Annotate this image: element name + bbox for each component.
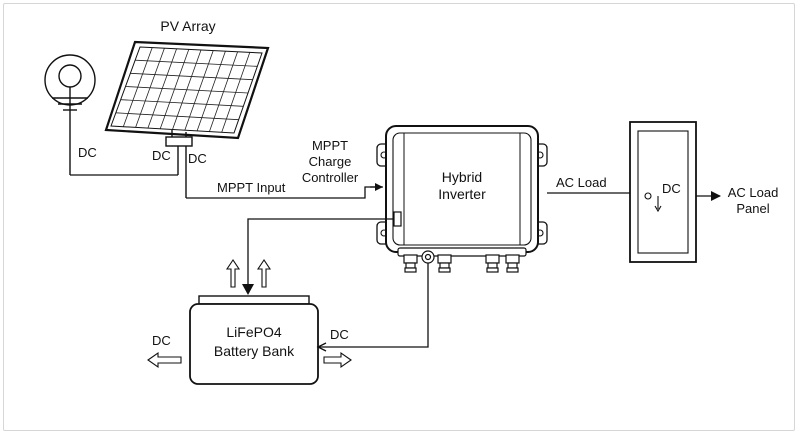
discharge-left-arrow-icon [147,351,182,369]
disconnect-dc-label: DC [662,181,681,196]
inverter-line-1: Hybrid [442,169,482,185]
charge-right-arrow-icon [323,351,352,369]
battery-charge-arrow-icon [242,284,254,295]
panel-dc-right-label: DC [188,151,207,166]
panel-cell-row-line [125,86,249,94]
cable-gland-icons [403,250,520,273]
ac-load-panel-line-2: Panel [736,201,769,216]
mppt-controller-label: MPPT Charge Controller [302,138,359,185]
panel-cell-row-line [120,99,244,107]
dc-disconnect-box [629,121,697,263]
pv-panel-icon [104,40,270,140]
disconnect-switch-icon [644,192,662,213]
panel-junction-box [165,130,193,198]
ac-load-panel-line-1: AC Load [728,185,779,200]
inverter-battery-port [393,211,402,227]
hybrid-inverter-enclosure [376,125,548,257]
battery-in-dc-label: DC [330,327,349,342]
ground-dc-label: DC [78,145,97,160]
ac-load-label: AC Load [556,175,607,190]
battery-line-1: LiFePO4 [226,324,281,340]
dc-return-arrow-icon [316,342,327,352]
pv-array-title: PV Array [160,18,215,34]
panel-dc-left-label: DC [152,148,171,163]
inverter-dc-return-wire [319,263,429,348]
battery-bank [189,295,319,385]
mppt-input-label: MPPT Input [217,180,286,195]
panel-cell-row-line [135,59,258,67]
diagram-frame [3,3,795,431]
panel-cell-row-line [115,112,239,121]
mppt-line-2: Charge [309,154,352,169]
mppt-line-1: MPPT [312,138,348,153]
charge-up-arrows-icon [225,259,272,288]
inverter-line-2: Inverter [438,186,486,202]
battery-line-2: Battery Bank [214,343,295,359]
inverter-to-battery-wire [247,218,394,285]
panel-cell-row-line [130,72,253,81]
ground-symbol-icon [44,54,96,175]
battery-out-dc-label: DC [152,333,171,348]
mppt-line-3: Controller [302,170,359,185]
